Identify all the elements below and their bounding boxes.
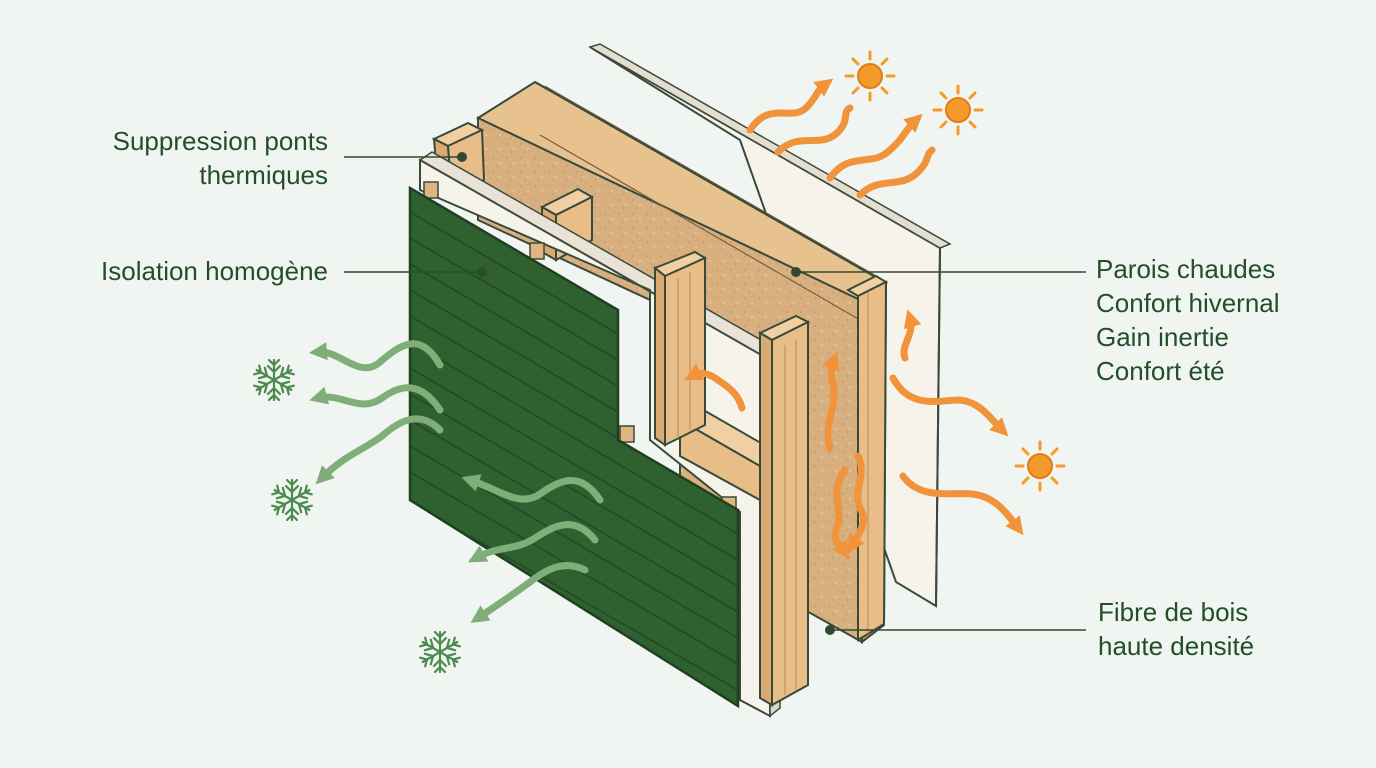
label-wood-fiber-line-1: Fibre de bois (1098, 597, 1249, 627)
snowflake-icon (272, 480, 313, 520)
label-comfort-line-1: Parois chaudes (1096, 254, 1276, 284)
green-cladding (408, 185, 740, 709)
label-thermal-bridges-line-1: Suppression ponts (112, 126, 328, 156)
heat-arrows (683, 78, 1024, 560)
sun-icon (844, 50, 896, 102)
label-comfort-line-2: Confort hivernal (1096, 288, 1280, 318)
snowflake-icon (254, 360, 295, 400)
snowflake-icon (420, 632, 461, 672)
leader-lines (344, 156, 1086, 631)
cold-arrows (308, 340, 604, 624)
label-wood-fiber: Fibre de bois haute densité (1098, 595, 1254, 663)
leader-dots (457, 152, 835, 635)
label-wood-fiber-line-2: haute densité (1098, 631, 1255, 661)
label-thermal-bridges-line-2: thermiques (199, 160, 328, 190)
sun-icon (1014, 440, 1066, 492)
label-comfort-line-4: Confort été (1096, 356, 1225, 386)
stud-right (845, 274, 889, 642)
label-comfort: Parois chaudes Confort hivernal Gain ine… (1096, 252, 1280, 388)
stud-front (757, 314, 811, 707)
stud-middle (653, 250, 708, 447)
label-thermal-bridges: Suppression ponts thermiques (113, 124, 328, 192)
label-comfort-line-3: Gain inertie (1096, 322, 1229, 352)
sun-icon (932, 84, 984, 136)
label-homogeneous-insulation: Isolation homogène (101, 256, 328, 286)
